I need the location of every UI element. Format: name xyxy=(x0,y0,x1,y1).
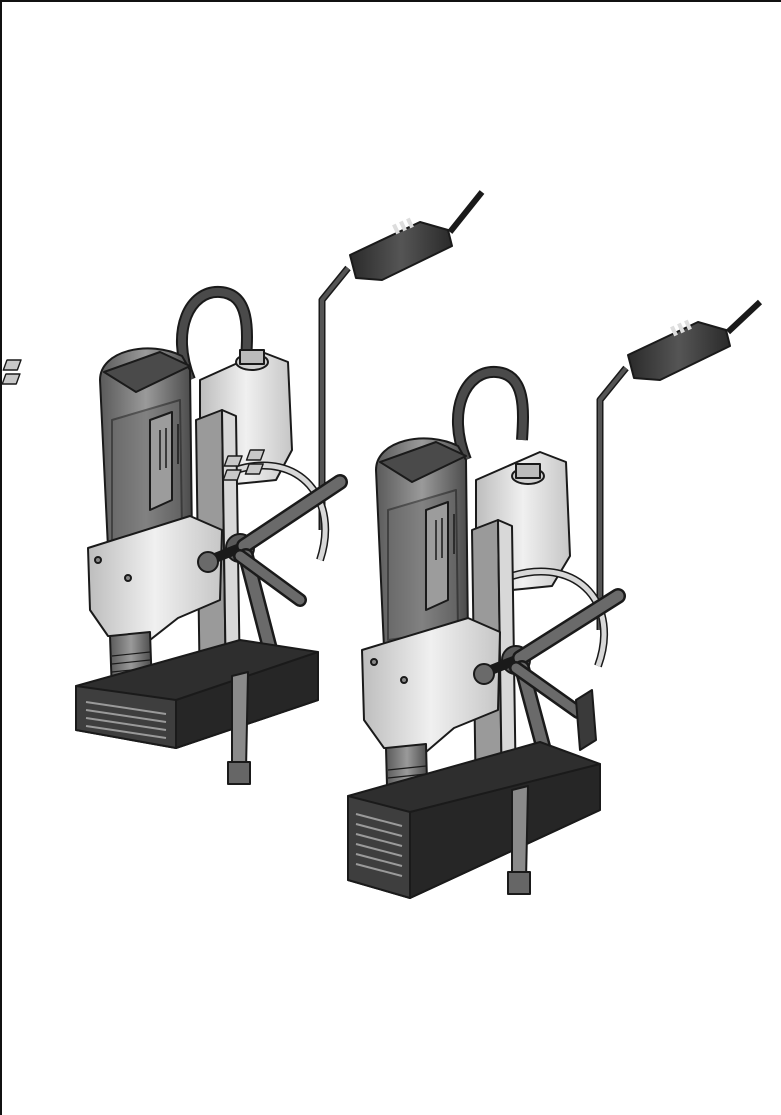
drill-right xyxy=(222,299,763,899)
